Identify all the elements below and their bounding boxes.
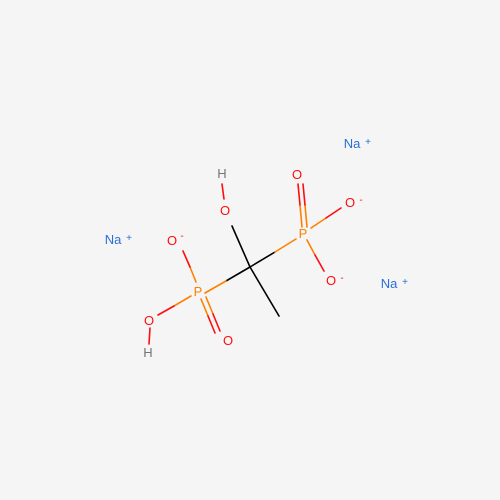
hydrogen-hydroxyl-left-label: H [143,345,152,360]
bond-p-right-o-minus-bottom-a [306,239,316,256]
bond-p-left-o-double-1a [205,296,214,315]
bond-c-p-right-b [274,238,297,253]
sodium-ion-right: Na [381,276,398,291]
bond-c-p-right-a [249,251,276,268]
bond-p-right-o-double-2b [302,183,306,206]
sodium-ion-top-right: Na [344,136,361,151]
bond-p-right-o-minus-bottom-b [314,254,325,272]
atom-labels: Na + Na + Na + H O P O O - O - P O - O O… [105,136,408,360]
bond-p-right-o-double-2a [304,204,308,228]
phosphorus-left-label: P [194,284,203,299]
bond-p-left-o-minus-a [189,266,197,283]
bond-c-p-left-b [204,280,227,294]
oxygen-double-right-label: O [292,167,302,182]
bond-p-left-o-double-1b [212,313,221,332]
bond-p-left-o-double-2b [207,315,216,334]
oxygen-minus-left-charge: - [180,231,183,242]
bond-oh-h [221,183,225,200]
bond-c-oh [231,225,251,268]
oxygen-minus-right-top-charge: - [359,195,362,206]
bond-p-left-oh-a [173,295,192,307]
bond-left-oh-h [148,327,151,345]
bond-p-right-o-minus-top-b [325,207,342,219]
sodium-ion-left: Na [105,232,122,247]
hydroxyl-o-label: O [220,203,230,218]
bond-p-right-o-double-1a [299,204,303,228]
oxygen-minus-right-top-label: O [345,195,355,210]
bond-c-p-left-a [225,266,251,282]
bond-p-right-o-minus-top-a [310,217,327,229]
sodium-charge-right: + [402,277,408,288]
bond-p-left-o-minus-b [182,250,191,268]
bond-p-left-o-double-2a [200,298,209,317]
hydroxyl-h-label: H [217,166,226,181]
bond-p-left-oh-b [157,305,175,316]
sodium-charge-left: + [126,233,132,244]
oxygen-minus-right-bottom-charge: - [340,273,343,284]
oxygen-minus-right-bottom-label: O [326,273,336,288]
bonds [148,183,342,345]
bond-c-methyl [249,266,280,317]
oxygen-minus-left-label: O [167,233,177,248]
bond-p-right-o-double-1b [297,183,301,206]
oxygen-hydroxyl-left-label: O [144,313,154,328]
oxygen-double-left-label: O [223,333,233,348]
phosphorus-right-label: P [299,226,308,241]
sodium-charge-top-right: + [365,137,371,148]
